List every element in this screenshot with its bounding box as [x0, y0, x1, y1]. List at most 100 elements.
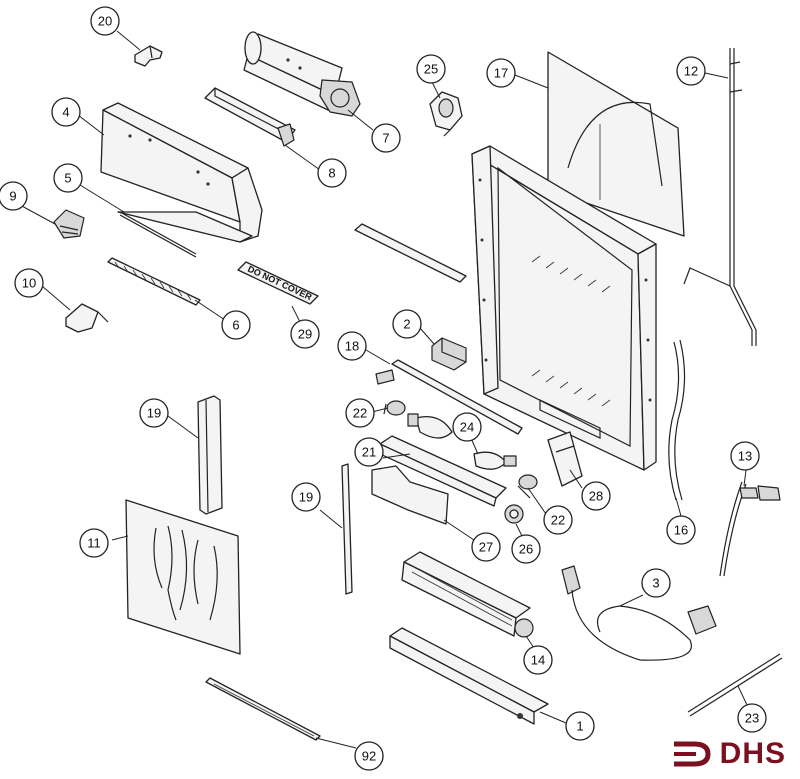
part-flat-plate — [354, 223, 467, 283]
callout-5: 5 — [53, 163, 83, 193]
part-19-channel-left — [197, 395, 223, 515]
logo-text: DHS — [719, 737, 786, 770]
callout-92: 92 — [354, 741, 384, 771]
svg-text:18: 18 — [345, 339, 359, 354]
svg-text:1: 1 — [576, 719, 583, 734]
callout-11: 11 — [79, 528, 109, 558]
logo-mark-icon — [673, 741, 711, 767]
svg-text:3: 3 — [652, 576, 659, 591]
part-12-pipe-assembly — [683, 48, 757, 346]
svg-text:16: 16 — [674, 523, 688, 538]
callout-9: 9 — [0, 181, 28, 211]
callout-28: 28 — [581, 481, 611, 511]
svg-text:21: 21 — [362, 445, 376, 460]
callout-22-lower: 22 — [543, 505, 573, 535]
callout-8: 8 — [317, 158, 347, 188]
svg-text:2: 2 — [403, 317, 410, 332]
callout-22-upper: 22 — [345, 398, 375, 428]
part-13-wiring — [719, 481, 781, 577]
svg-text:10: 10 — [22, 276, 36, 291]
part-20-clip — [134, 45, 163, 67]
part-2-box — [431, 337, 467, 371]
callout-27: 27 — [471, 532, 501, 562]
part-8-bracket — [204, 87, 296, 147]
svg-text:25: 25 — [424, 62, 438, 77]
callout-12: 12 — [676, 56, 706, 86]
part-92-strip — [205, 677, 321, 741]
callout-18: 18 — [337, 331, 367, 361]
svg-text:13: 13 — [738, 449, 752, 464]
svg-text:7: 7 — [382, 131, 389, 146]
callout-13: 13 — [730, 441, 760, 471]
svg-text:29: 29 — [298, 327, 312, 342]
part-25-fitting — [429, 91, 463, 137]
svg-text:17: 17 — [494, 66, 508, 81]
svg-text:92: 92 — [362, 749, 376, 764]
svg-text:20: 20 — [98, 14, 112, 29]
svg-text:11: 11 — [87, 536, 101, 551]
part-7-fan-housing — [243, 31, 361, 117]
part-19-rod-right — [341, 463, 353, 595]
part-16-flexible-strip — [668, 339, 686, 501]
callout-6: 6 — [221, 310, 251, 340]
svg-text:26: 26 — [519, 542, 533, 557]
part-5-strip — [119, 211, 197, 258]
part-27-shield — [371, 465, 449, 525]
svg-text:9: 9 — [9, 189, 16, 204]
svg-text:14: 14 — [531, 653, 545, 668]
callout-7: 7 — [371, 123, 401, 153]
part-26-grommet — [504, 504, 524, 524]
part-22-lamp-holder-lower — [517, 474, 538, 499]
svg-text:22: 22 — [551, 513, 565, 528]
sticker-text: DO NOT COVER — [246, 264, 314, 303]
svg-text:12: 12 — [684, 64, 698, 79]
callout-4: 4 — [51, 97, 81, 127]
part-bulb-upper — [407, 413, 453, 439]
dhs-logo: DHS — [672, 737, 786, 771]
callout-2: 2 — [392, 309, 422, 339]
svg-text:22: 22 — [353, 406, 367, 421]
callout-20: 20 — [90, 6, 120, 36]
svg-text:4: 4 — [62, 105, 69, 120]
part-9-terminal-block — [53, 209, 85, 239]
callout-16: 16 — [666, 515, 696, 545]
leader-lines — [19, 30, 748, 749]
callout-26: 26 — [511, 534, 541, 564]
callout-29: 29 — [290, 319, 320, 349]
svg-text:6: 6 — [232, 318, 239, 333]
svg-text:19: 19 — [299, 490, 313, 505]
part-6-serrated-strip — [107, 257, 201, 306]
callout-14: 14 — [523, 645, 553, 675]
svg-text:28: 28 — [589, 489, 603, 504]
callout-19-left: 19 — [139, 398, 169, 428]
callout-23: 23 — [737, 703, 767, 733]
callout-1: 1 — [565, 711, 595, 741]
callout-10: 10 — [14, 268, 44, 298]
svg-text:8: 8 — [328, 166, 335, 181]
part-11-flame-panel — [125, 499, 241, 655]
part-28-bracket — [547, 431, 583, 487]
part-18-rail — [375, 359, 523, 435]
part-firebox-frame — [471, 145, 657, 471]
callout-24: 24 — [452, 412, 482, 442]
part-1-base-channel — [389, 627, 549, 725]
svg-text:5: 5 — [64, 171, 71, 186]
part-3-mains-lead — [561, 565, 717, 661]
part-24-bulb — [473, 451, 517, 470]
callout-3: 3 — [641, 568, 671, 598]
callout-19-right: 19 — [291, 482, 321, 512]
callouts: 20 25 17 12 4 7 8 5 9 10 6 29 2 18 19 22… — [0, 6, 767, 771]
part-10-clip — [65, 303, 109, 333]
svg-text:27: 27 — [479, 540, 493, 555]
part-29-sticker: DO NOT COVER — [237, 261, 319, 305]
part-4-hood — [100, 102, 263, 243]
part-14-crossflow-fan — [401, 551, 534, 638]
svg-text:23: 23 — [745, 711, 759, 726]
callout-21: 21 — [354, 437, 384, 467]
svg-text:24: 24 — [460, 420, 474, 435]
part-17-back-panel — [547, 51, 685, 237]
part-23-rod — [687, 653, 783, 717]
callout-25: 25 — [416, 54, 446, 84]
